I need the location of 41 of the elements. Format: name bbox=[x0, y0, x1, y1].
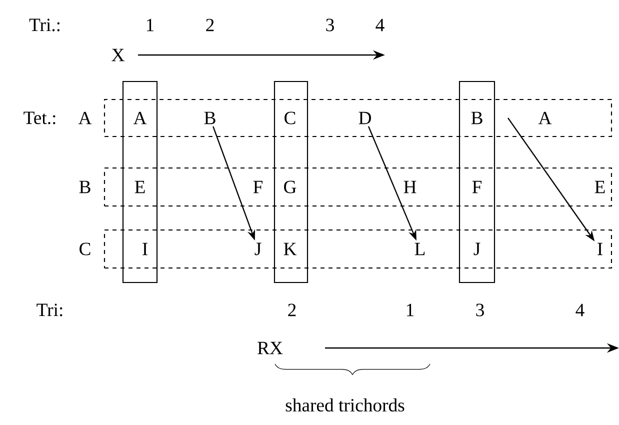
label: X bbox=[112, 48, 124, 62]
letter: A bbox=[538, 112, 552, 124]
label: Tri.: bbox=[29, 18, 60, 32]
column-box bbox=[122, 80, 158, 284]
label: A bbox=[78, 112, 92, 124]
label: 3 bbox=[326, 18, 334, 32]
label: Tri: bbox=[36, 304, 62, 316]
letter: I bbox=[598, 242, 602, 256]
column-box bbox=[458, 80, 496, 284]
letter: B bbox=[471, 112, 482, 124]
dashed-row-box bbox=[104, 98, 612, 138]
letter: J bbox=[254, 242, 262, 256]
label: Tet.: bbox=[24, 112, 56, 124]
letter: H bbox=[404, 180, 416, 194]
letter: F bbox=[253, 180, 263, 194]
caption: shared trichords bbox=[286, 398, 404, 412]
label: 3 bbox=[476, 304, 484, 316]
dashed-row-box bbox=[104, 167, 612, 207]
column-box bbox=[274, 80, 308, 284]
dashed-row-box bbox=[104, 229, 612, 269]
letter: F bbox=[472, 180, 482, 194]
letter: E bbox=[134, 180, 145, 194]
letter: C bbox=[284, 112, 296, 124]
label: 2 bbox=[206, 18, 214, 32]
letter: D bbox=[358, 112, 371, 124]
letter: E bbox=[594, 180, 605, 194]
label: 1 bbox=[406, 304, 414, 316]
letter: J bbox=[474, 242, 480, 256]
letter: B bbox=[204, 112, 216, 124]
label: 4 bbox=[576, 304, 584, 316]
label: 4 bbox=[376, 18, 384, 32]
letter: L bbox=[414, 242, 425, 256]
label: C bbox=[80, 242, 90, 256]
label: 1 bbox=[146, 18, 154, 32]
label: RX bbox=[258, 342, 283, 354]
label: 2 bbox=[288, 304, 296, 316]
label: B bbox=[79, 180, 90, 194]
letter: I bbox=[142, 242, 148, 256]
letter: A bbox=[133, 112, 147, 124]
letter: K bbox=[284, 242, 297, 256]
letter: G bbox=[284, 180, 296, 194]
